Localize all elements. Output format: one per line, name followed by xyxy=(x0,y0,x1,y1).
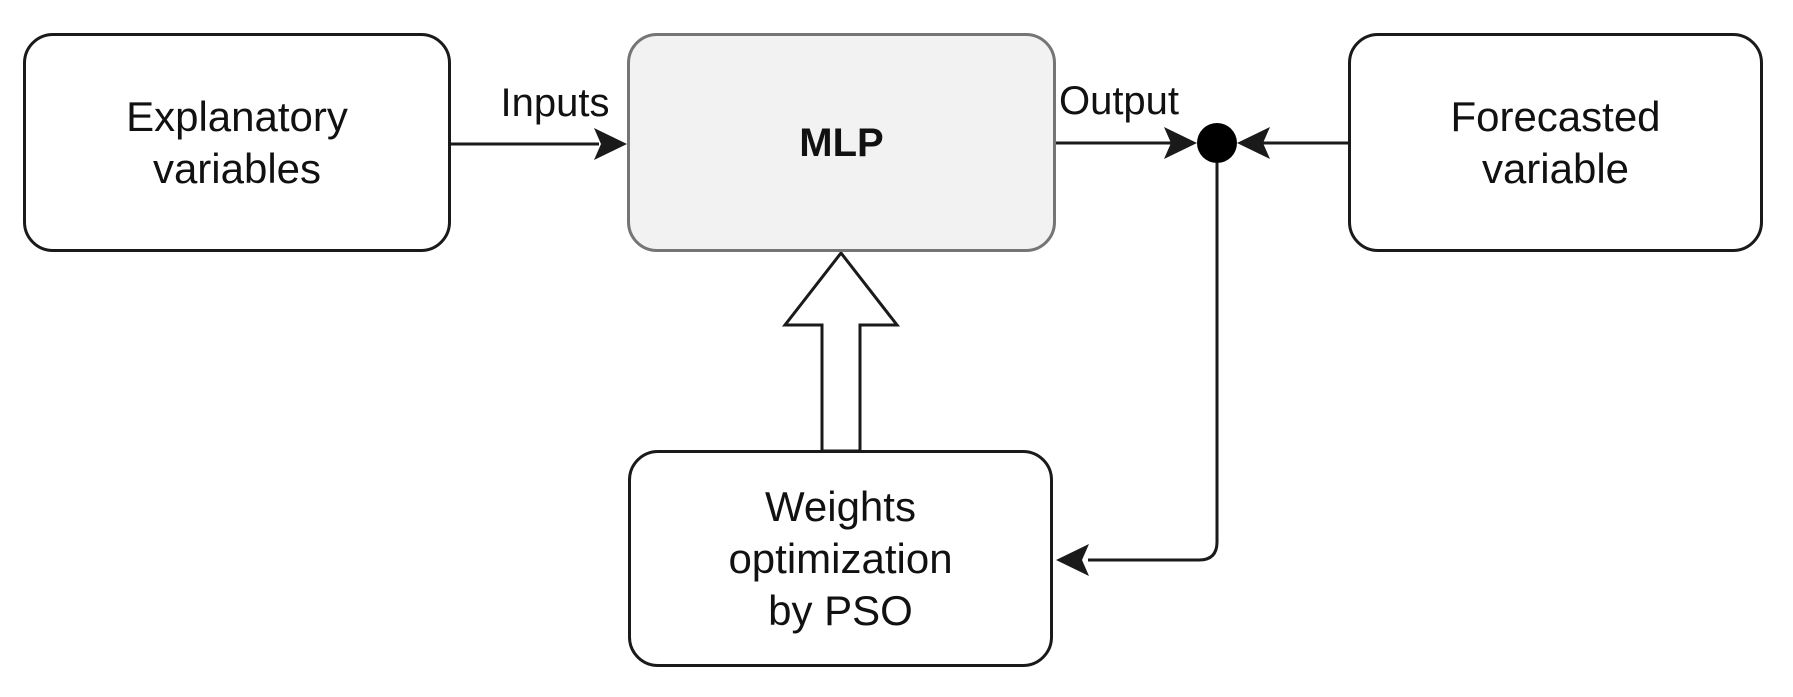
output-edge-label: Output xyxy=(1058,79,1180,123)
mlp-label: MLP xyxy=(799,120,884,165)
junction-dot xyxy=(1197,123,1237,163)
explanatory-variables-label: Explanatory variables xyxy=(126,92,348,192)
pso-to-mlp-block-arrow-icon xyxy=(781,250,901,453)
feedback-elbow-line xyxy=(1088,163,1219,562)
feedback-arrowhead-icon xyxy=(1056,544,1089,576)
forecasted-variable-label: Forecasted variable xyxy=(1450,92,1661,192)
forecast-arrowhead-icon xyxy=(1237,127,1270,159)
mlp-box: MLP xyxy=(627,33,1056,252)
inputs-edge-label: Inputs xyxy=(500,81,610,125)
forecasted-variable-box: Forecasted variable xyxy=(1348,33,1763,252)
inputs-arrowhead-icon xyxy=(594,128,627,160)
weights-optimization-pso-box: Weights optimization by PSO xyxy=(628,450,1053,667)
explanatory-variables-box: Explanatory variables xyxy=(23,33,451,252)
output-arrowhead-icon xyxy=(1164,127,1197,159)
weights-optimization-pso-label: Weights optimization by PSO xyxy=(728,482,953,634)
